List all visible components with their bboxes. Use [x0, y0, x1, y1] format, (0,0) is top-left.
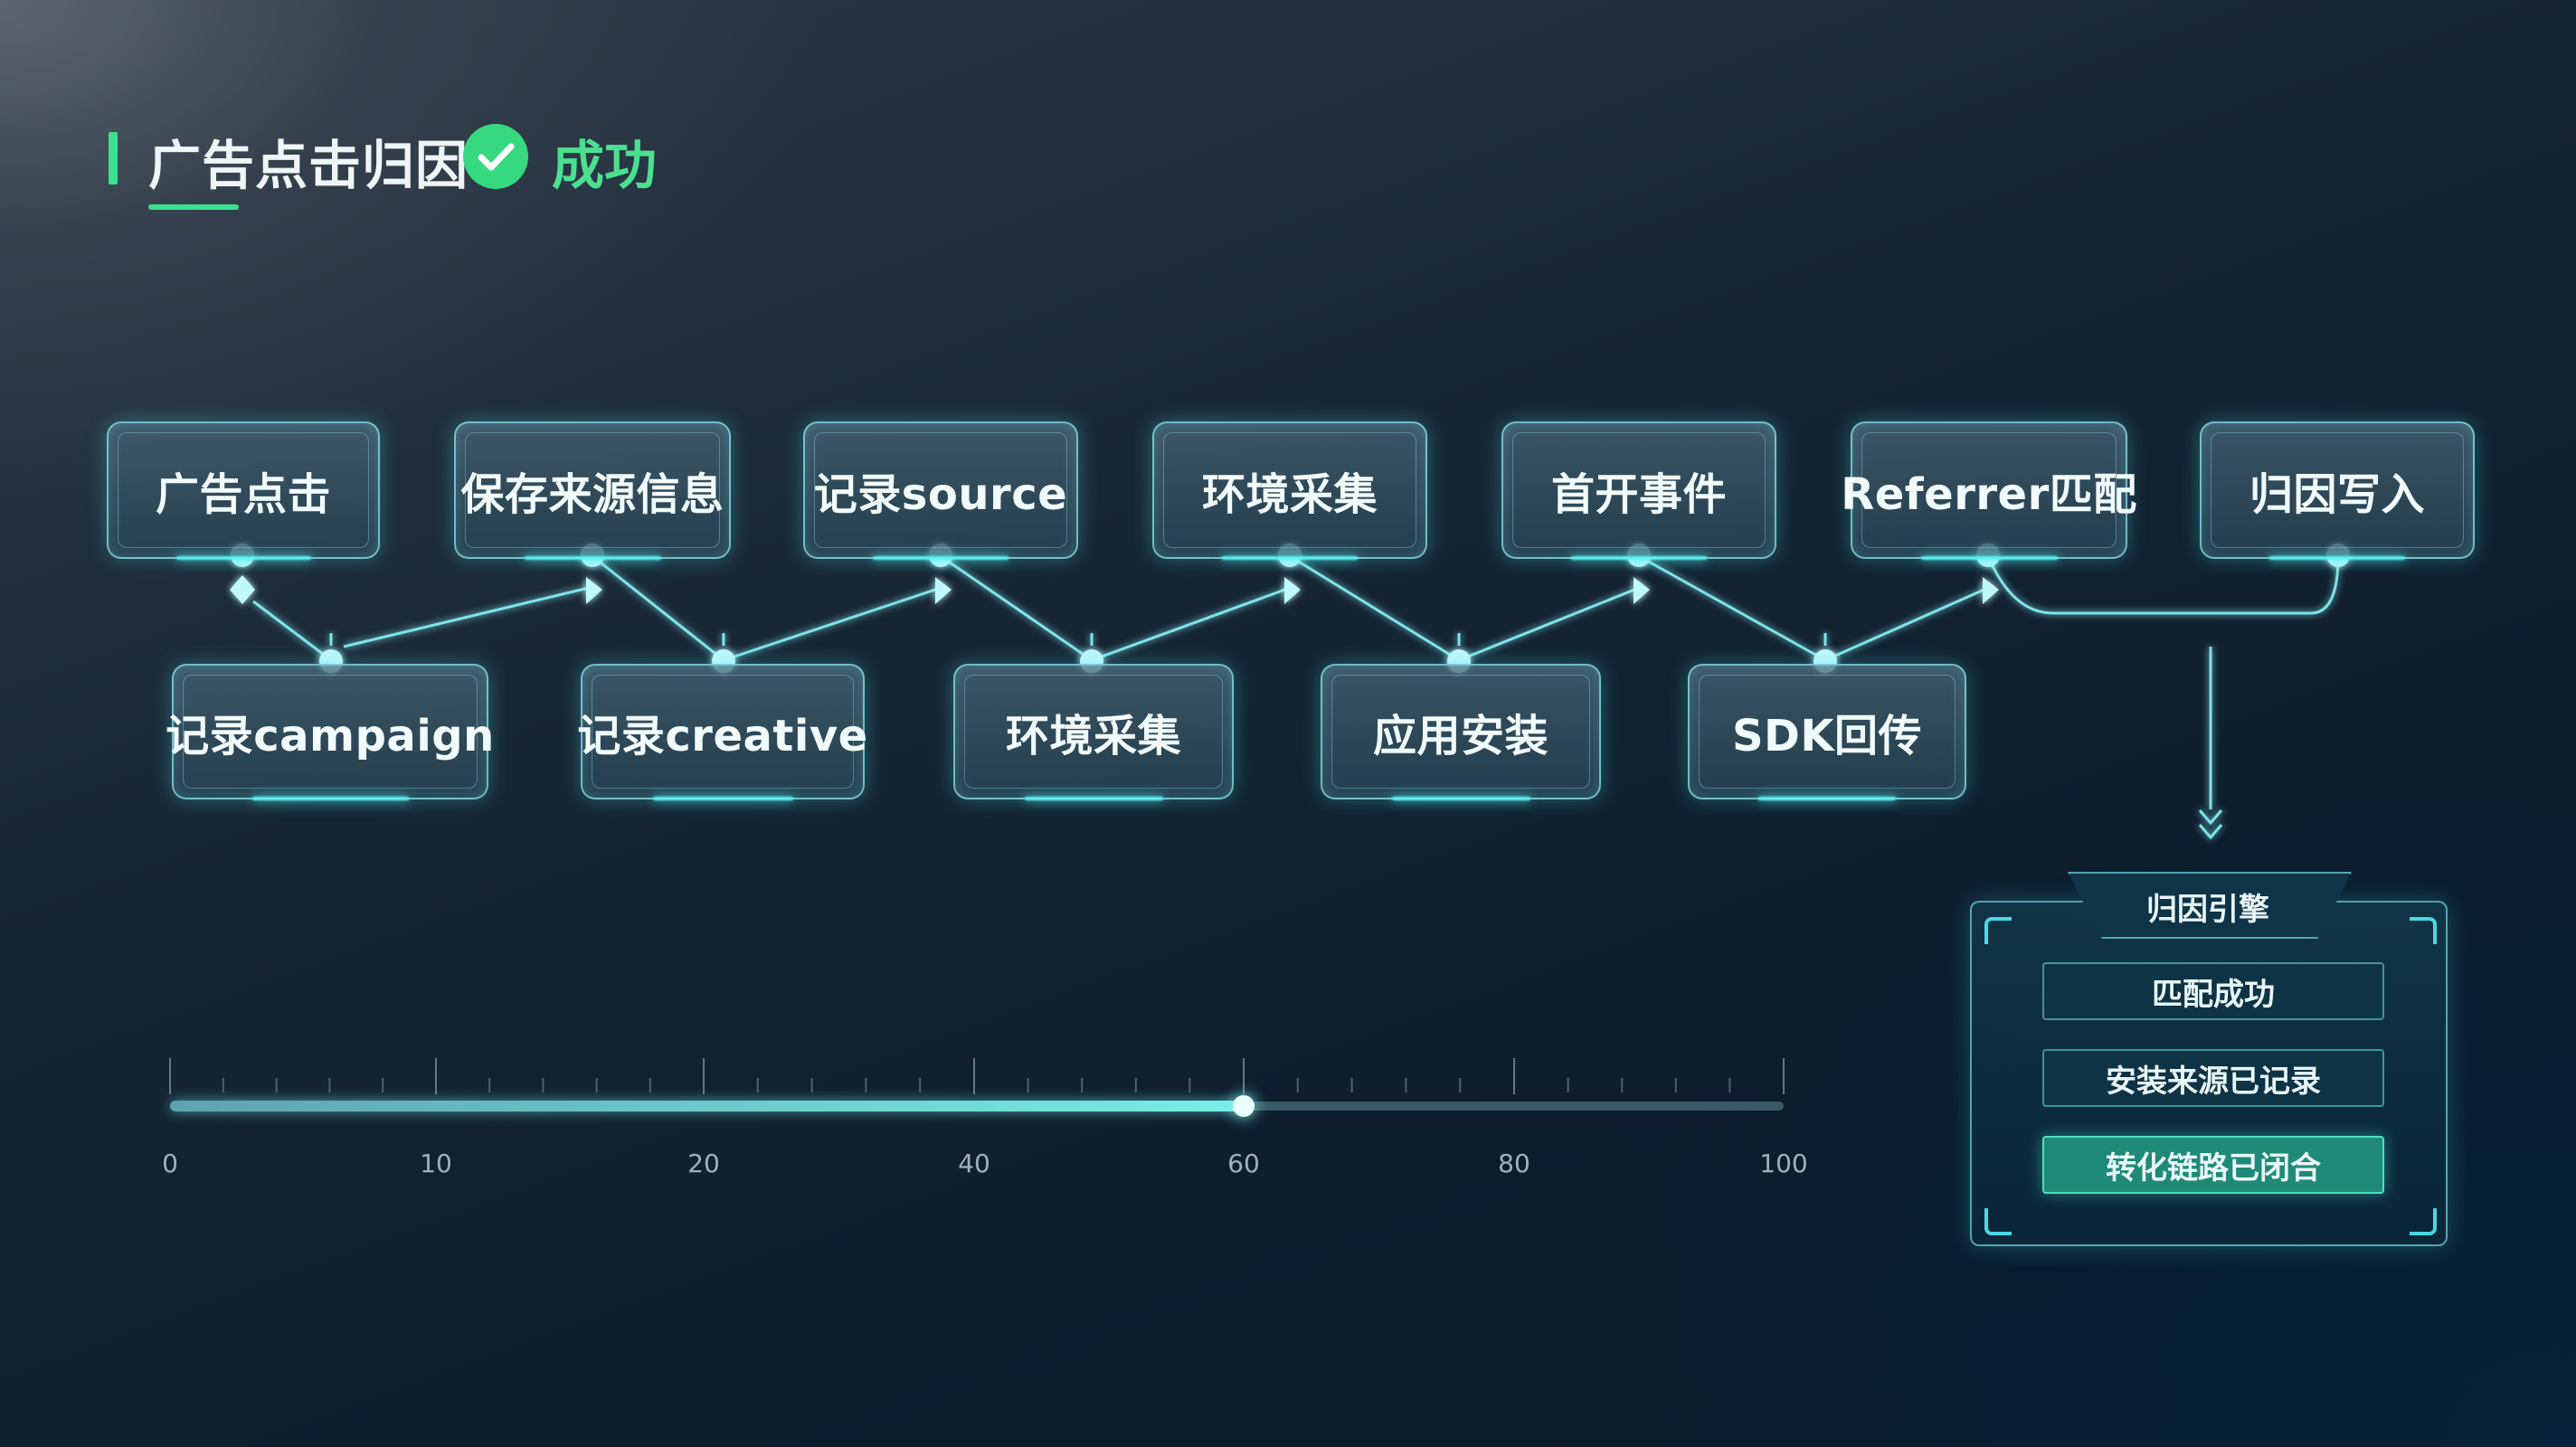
node-label: 应用安装: [1372, 711, 1548, 761]
node-label: 广告点击: [155, 469, 331, 520]
tick-label: 100: [1759, 1149, 1808, 1178]
node-ad-click: 广告点击: [107, 421, 380, 559]
engine-title-tab: [2068, 872, 2352, 939]
engine-item-match-success: 匹配成功: [2042, 962, 2384, 1020]
status-success-text: 成功: [552, 135, 658, 196]
engine-title: 归因引擎: [2146, 892, 2269, 928]
engine-item-conversion-closed: 转化链路已闭合: [2042, 1136, 2384, 1194]
page-title: 广告点击归因: [148, 135, 469, 196]
title-accent-bar: [109, 132, 118, 184]
node-label: 环境采集: [1201, 469, 1378, 520]
node-save-source-info: 保存来源信息: [454, 421, 731, 559]
node-referrer-match: Referrer匹配: [1841, 421, 2136, 559]
tick-label: 0: [162, 1149, 178, 1178]
node-label: 记录source: [813, 469, 1068, 520]
node-sdk-callback: SDK回传: [1688, 664, 1966, 799]
check-circle-icon: [463, 124, 528, 189]
tick-label: 40: [958, 1149, 990, 1178]
node-label: SDK回传: [1731, 711, 1923, 761]
node-record-creative: 记录creative: [577, 664, 867, 799]
progress-knob[interactable]: [1233, 1095, 1255, 1117]
node-app-install: 应用安装: [1321, 664, 1601, 799]
tick-label: 60: [1227, 1149, 1260, 1178]
title-underline: [148, 204, 239, 210]
node-label: 记录creative: [577, 711, 868, 761]
tick-label: 20: [687, 1149, 720, 1178]
panel-corner: [2410, 917, 2437, 944]
node-label: Referrer匹配: [1841, 469, 2137, 520]
node-env-collect-top: 环境采集: [1152, 421, 1427, 559]
progress-fill: [170, 1101, 1244, 1111]
tick-label: 10: [420, 1149, 452, 1178]
panel-corner: [1984, 917, 2012, 944]
node-label: 环境采集: [1005, 711, 1181, 761]
panel-corner: [1984, 1208, 2012, 1235]
node-label: 首开事件: [1550, 469, 1727, 520]
node-label: 归因写入: [2249, 469, 2425, 520]
node-record-source: 记录source: [803, 421, 1078, 559]
engine-item-install-source-recorded: 安装来源已记录: [2042, 1049, 2384, 1107]
panel-corner: [2410, 1208, 2437, 1235]
node-attribution-write: 归因写入: [2200, 421, 2475, 559]
tick-label: 80: [1498, 1149, 1530, 1178]
node-env-collect-bottom: 环境采集: [953, 664, 1234, 799]
node-label: 记录campaign: [166, 711, 495, 761]
node-record-campaign: 记录campaign: [166, 664, 494, 799]
node-first-open-event: 首开事件: [1501, 421, 1776, 559]
node-label: 保存来源信息: [460, 469, 724, 520]
